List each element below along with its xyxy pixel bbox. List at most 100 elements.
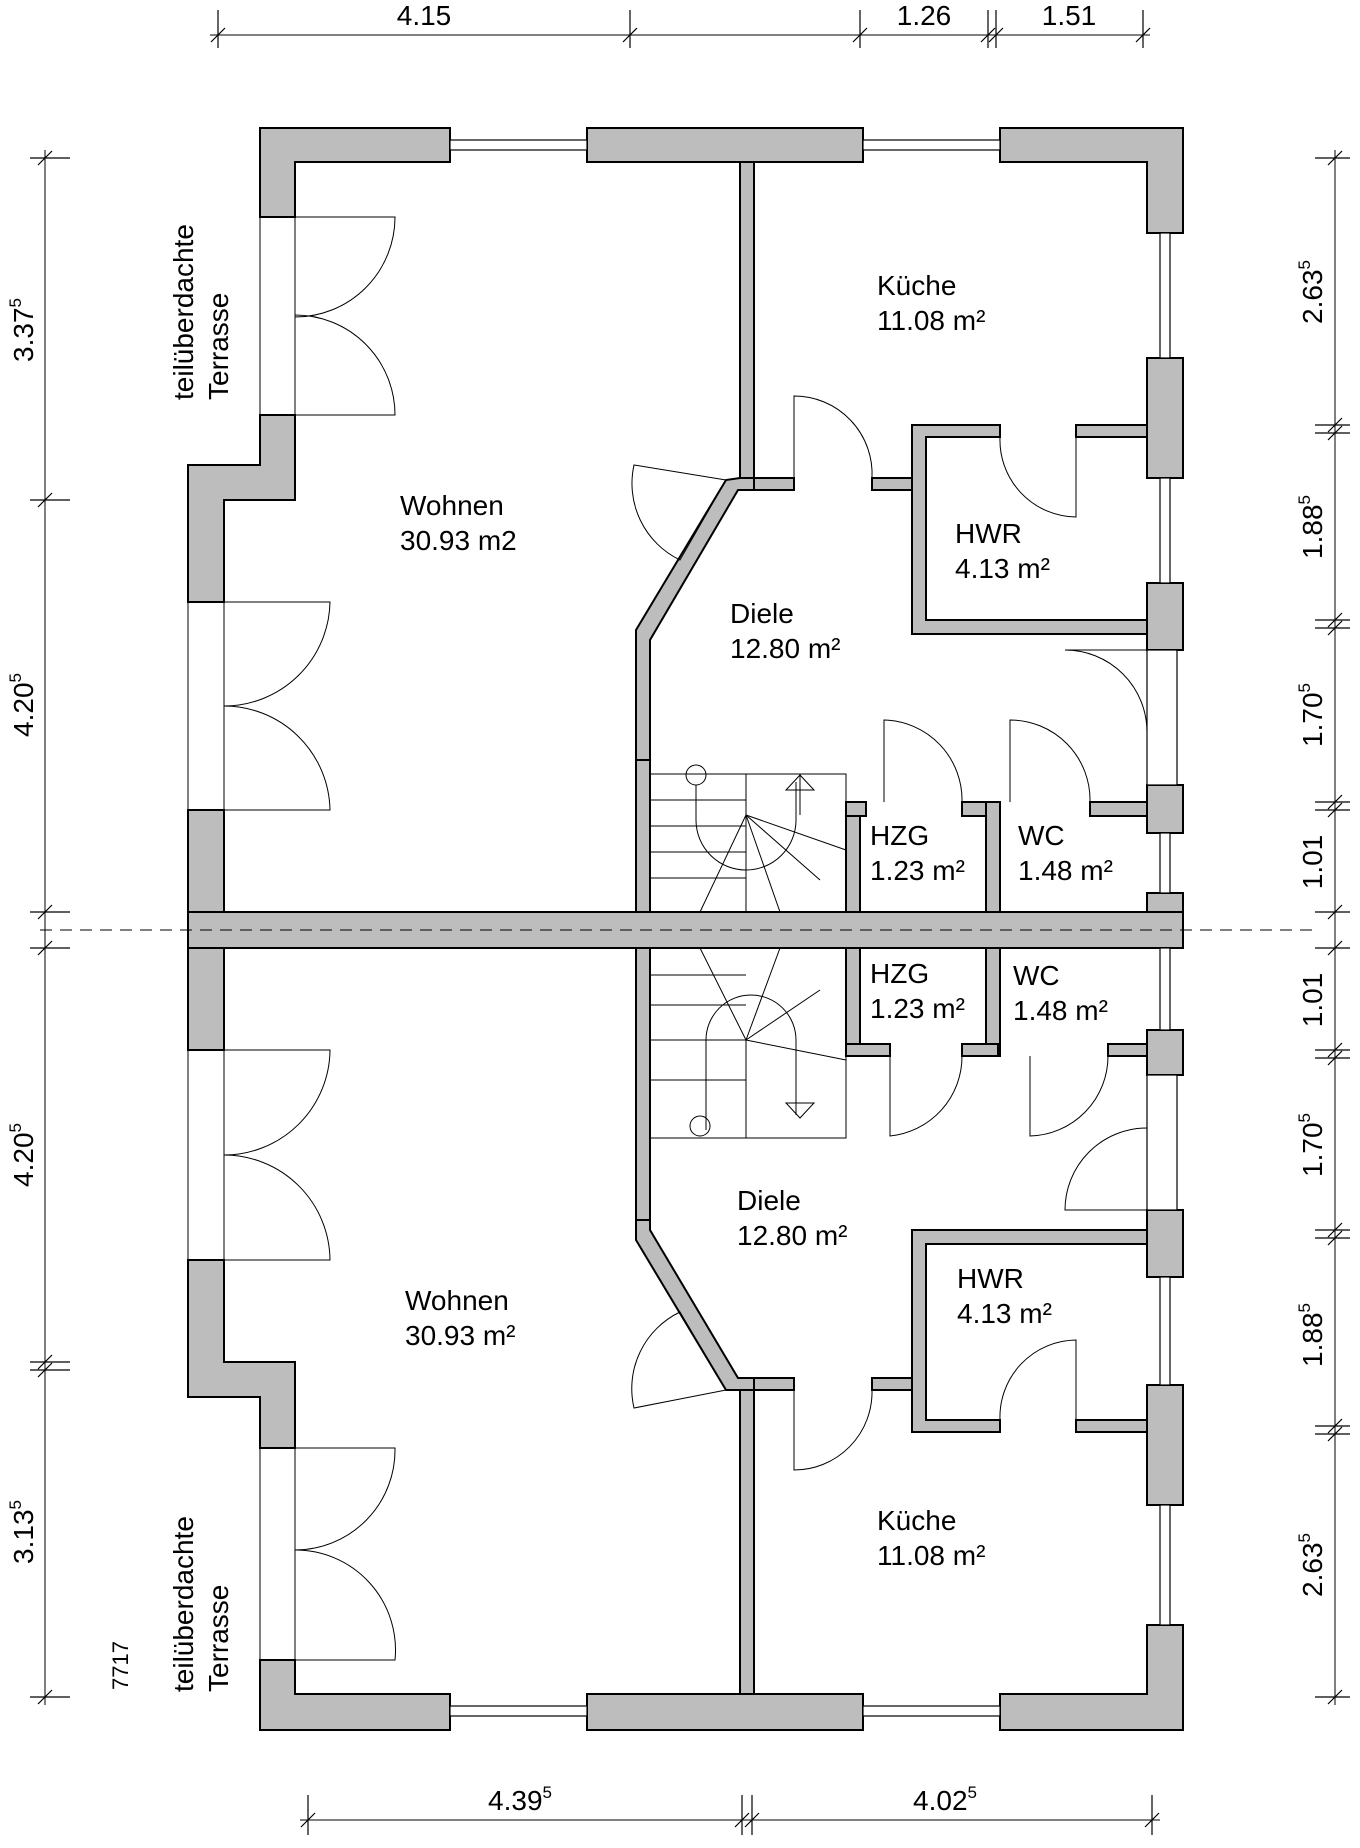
wall-wc-bottom-lower-2: [1107, 1043, 1148, 1057]
wall-hwr-right-lower: [1075, 1419, 1148, 1433]
wall-right-7: [1146, 1384, 1184, 1506]
label-diele-lower: Diele: [737, 1185, 801, 1216]
label-hwr-lower: HWR: [957, 1263, 1024, 1294]
wall-top-right: [999, 127, 1184, 234]
door-swing-terrace-2: [294, 314, 396, 416]
area-hzg-lower: 1.23 m²: [870, 993, 965, 1024]
dim-right-4: 1.01: [1297, 835, 1328, 890]
door-swing-hwr-upper: [999, 436, 1077, 518]
window-right-big-2: [1146, 1074, 1178, 1211]
dim-top-2: 1.26: [897, 0, 952, 31]
door-swing-wohnen-lower: [631, 1311, 727, 1409]
label-kueche-lower: Küche: [877, 1505, 956, 1536]
wall-hzg-top-upper: [845, 801, 867, 817]
stairs-lower: [649, 947, 847, 1139]
dim-right-8: 2.635: [1295, 1533, 1328, 1597]
area-hwr-upper: 4.13 m²: [955, 553, 1050, 584]
label-wohnen-upper: Wohnen: [400, 490, 504, 521]
wall-diele-diagonal-upper: [635, 477, 791, 913]
area-diele-lower: 12.80 m²: [737, 1220, 848, 1251]
label-wohnen-lower: Wohnen: [405, 1285, 509, 1316]
interior-walls-lower: [635, 947, 1148, 1695]
area-kueche-upper: 11.08 m²: [877, 305, 985, 336]
dim-top-3: 1.51: [1042, 0, 1097, 31]
door-swing-living-4: [223, 1154, 331, 1261]
wall-right-3: [1146, 784, 1184, 834]
area-wohnen-upper: 30.93 m2: [400, 525, 517, 556]
wall-left-lower-recess: [187, 1259, 296, 1449]
area-kueche-lower: 11.08 m²: [877, 1540, 985, 1571]
window-bottom-2: [862, 1705, 1001, 1717]
dim-bottom-1: 4.395: [488, 1783, 552, 1816]
door-swing-right-upper: [1064, 649, 1148, 733]
label-hzg-lower: HZG: [870, 958, 929, 989]
wall-hwr-lower: [911, 1229, 1148, 1433]
wall-hwr-right-upper: [1075, 424, 1148, 438]
wall-hwr-upper: [911, 424, 1148, 635]
wall-top-left: [259, 127, 451, 218]
door-swing-living-1: [223, 601, 331, 707]
wall-hzg-wc-mid-lower: [985, 947, 1001, 1057]
wall-right-1: [1146, 357, 1184, 479]
door-swing-living-2: [223, 705, 331, 811]
label-hzg-upper: HZG: [870, 820, 929, 851]
window-right-4: [1159, 947, 1171, 1031]
area-hwr-lower: 4.13 m²: [957, 1298, 1052, 1329]
dimension-bottom: 4.395 4.025: [300, 1783, 1160, 1835]
terrace-lower-line2: Terrasse: [203, 1585, 234, 1692]
window-top-2: [862, 139, 1001, 151]
terrace-doors: [187, 216, 396, 1661]
dim-right-1: 2.635: [1295, 260, 1328, 324]
dim-left-4: 3.135: [6, 1500, 39, 1564]
door-swing-hzg-lower: [889, 1055, 963, 1137]
dimension-top: 4.15 1.26 1.51: [210, 0, 1151, 48]
wall-bottom-left: [259, 1659, 451, 1731]
label-wc-upper: WC: [1018, 820, 1065, 851]
wall-right-2: [1146, 582, 1184, 651]
wall-right-6: [1146, 1209, 1184, 1278]
wall-hzg-bottom-lower: [845, 1043, 891, 1057]
wall-top-mid: [586, 127, 864, 163]
room-labels-upper: Küche 11.08 m² Wohnen 30.93 m2 HWR 4.13 …: [400, 270, 1113, 886]
area-wc-lower: 1.48 m²: [1013, 995, 1108, 1026]
door-swing-hwr-lower: [999, 1339, 1077, 1421]
drawing-number: 7717: [108, 1641, 133, 1690]
area-hzg-upper: 1.23 m²: [870, 855, 965, 886]
door-swing-terrace-3: [294, 1447, 396, 1551]
terrace-upper-line1: teilüberdachte: [168, 224, 199, 400]
interior-doors: [631, 395, 1148, 1471]
wall-stair-left-lower: [635, 947, 651, 1221]
door-swing-wc-lower: [1029, 1055, 1109, 1137]
door-swing-wc-upper: [1009, 719, 1091, 803]
stairs-upper: [649, 764, 847, 913]
stair-handrail-circle-lower: [689, 1115, 711, 1137]
window-right-2: [1159, 477, 1171, 584]
area-diele-upper: 12.80 m²: [730, 633, 841, 664]
window-bottom-1: [449, 1705, 588, 1717]
wall-right-5: [1146, 1029, 1184, 1076]
wall-wc-bottom-lower: [961, 1043, 999, 1057]
terrace-label-lower: teilüberdachte Terrasse: [168, 1516, 234, 1692]
dim-bottom-2: 4.025: [913, 1783, 977, 1816]
terrace-upper-line2: Terrasse: [203, 293, 234, 400]
window-right-1: [1159, 232, 1171, 359]
door-swing-hzg-upper: [883, 719, 963, 803]
dimension-left: 3.375 4.205 4.205 3.135: [6, 150, 70, 1705]
wall-left-upper-recess: [187, 414, 296, 603]
terrace-label-upper: teilüberdachte Terrasse: [168, 224, 234, 400]
door-swing-kueche-lower: [793, 1389, 873, 1471]
stair-handrail-circle-upper: [685, 764, 707, 786]
window-right-6: [1159, 1504, 1171, 1626]
wall-wohnen-kueche-lower: [739, 1389, 755, 1695]
door-swing-right-lower: [1064, 1127, 1148, 1211]
label-wc-lower: WC: [1013, 960, 1060, 991]
dim-left-1: 3.375: [6, 298, 39, 362]
window-right-5: [1159, 1276, 1171, 1386]
wall-bottom-right: [999, 1624, 1184, 1731]
dim-right-7: 1.885: [1295, 1303, 1328, 1367]
wall-kueche-bottom-upper: [753, 477, 795, 491]
door-swing-wohnen-upper: [631, 464, 727, 561]
wall-hzg-wc-mid-upper: [985, 801, 1001, 913]
label-diele-upper: Diele: [730, 598, 794, 629]
